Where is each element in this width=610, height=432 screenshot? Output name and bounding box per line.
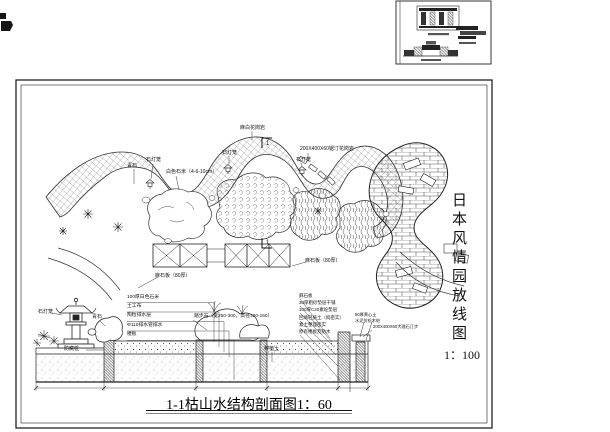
label-qingshi-plan: 青石 (127, 163, 138, 169)
layer-note: 100厚白色石米 (127, 295, 159, 300)
plan-deck-bridge (207, 248, 225, 263)
plan-garden-paths (47, 243, 470, 301)
plan-deck-left (152, 243, 208, 268)
side-title-scale: 1：100 (444, 348, 481, 362)
label-stepping-granite: 200X400X60锯汀花岗岩 (300, 146, 354, 152)
layer-note: 麻石板 (299, 293, 313, 298)
section-misc-leaders (51, 312, 373, 362)
plan-section-marks (261, 137, 272, 249)
layer-note: 30厚粗砂垫层干铺 (299, 300, 336, 306)
side-title-vertical: 日本风情园放线图 (450, 192, 466, 344)
label-step-stone: 踏步石（宽250-300，高径100-150） (194, 314, 273, 319)
plan-rock-clusters (141, 172, 390, 253)
sheet-frame (15, 79, 493, 429)
label-qingshi-section: 青石 (92, 314, 103, 320)
detail-thumbnail-1 (416, 5, 460, 36)
section-posts (103, 329, 371, 383)
label-lantern-2: 石灯笼 (222, 150, 238, 156)
section-dimension-line (33, 382, 371, 391)
label-white-gravel: 白色石米（4-6-10cm） (166, 169, 218, 175)
layer-note: 土工布 (127, 304, 142, 310)
section-mark-number-top: 1 (266, 141, 270, 147)
bottom-title: 1-1枯山水结构剖面图1：60 (146, 394, 352, 414)
label-granite-top: 麻白花岗岩 (240, 125, 266, 131)
section-mark-number-bottom: 1 (266, 240, 270, 246)
layer-note: 100厚C20素砼垫层 (299, 307, 338, 313)
plan-stepping-stones (298, 155, 336, 186)
section-left-layer-notes: 100厚白色石米 土工布 陶粒排水层 Φ110排水管排水 楼板 (127, 295, 163, 342)
label-yellow-soil: 50厚黄心土 (355, 312, 377, 317)
bottom-title-underline (146, 409, 352, 414)
section-bushes (33, 330, 59, 347)
section-stone-lantern (55, 297, 97, 349)
layer-note: 回填轻质土（捣密实） (299, 314, 344, 320)
plan-brick-mound (368, 142, 449, 309)
section-right-leaders (299, 298, 341, 381)
label-pine-pile: 水泥仿松木桩 (355, 318, 381, 323)
bottom-title-scale: 1：60 (296, 398, 332, 413)
detail-thumbnail-3 (403, 41, 458, 61)
label-post: 防腐桩 (64, 346, 80, 352)
label-slab-right: 麻石板（80厚） (305, 258, 341, 264)
label-lantern-3: 石灯笼 (296, 157, 312, 163)
section-left-leaders (127, 302, 235, 380)
label-soil: 种植土 (264, 346, 280, 352)
section-view (33, 297, 373, 414)
section-rocks-center (194, 300, 270, 341)
label-slab-left: 麻石板（80厚） (155, 273, 191, 279)
plan-view (45, 131, 470, 309)
plan-deck-right (224, 243, 291, 268)
detail-thumbnail-box (395, 0, 492, 65)
plan-lantern-symbols (145, 164, 307, 189)
layer-note: 楼板 (127, 331, 137, 337)
detail-thumbnail-2 (456, 26, 486, 44)
layer-note: 原有楼板及防水 (299, 328, 331, 334)
layer-note: 素土整理密实 (299, 321, 326, 327)
section-rocks-left (87, 316, 123, 343)
plan-plant-symbols (59, 207, 322, 235)
plan-label-leaders (133, 131, 309, 289)
layer-note: 陶粒排水层 (127, 313, 151, 319)
bottom-title-text: 1-1枯山水结构剖面图 (166, 398, 297, 413)
section-right-layer-notes: 麻石板 30厚粗砂垫层干铺 100厚C20素砼垫层 回填轻质土（捣密实） 素土整… (299, 293, 344, 337)
label-lantern-section: 石灯笼 (38, 309, 54, 315)
section-gravel-bed (114, 340, 338, 354)
layer-note: Φ110排水管排水 (127, 322, 163, 328)
corner-mark (0, 13, 13, 31)
label-lantern-1: 石灯笼 (146, 157, 162, 163)
label-marble-step: 200X400X60大理石汀步 (373, 324, 419, 329)
